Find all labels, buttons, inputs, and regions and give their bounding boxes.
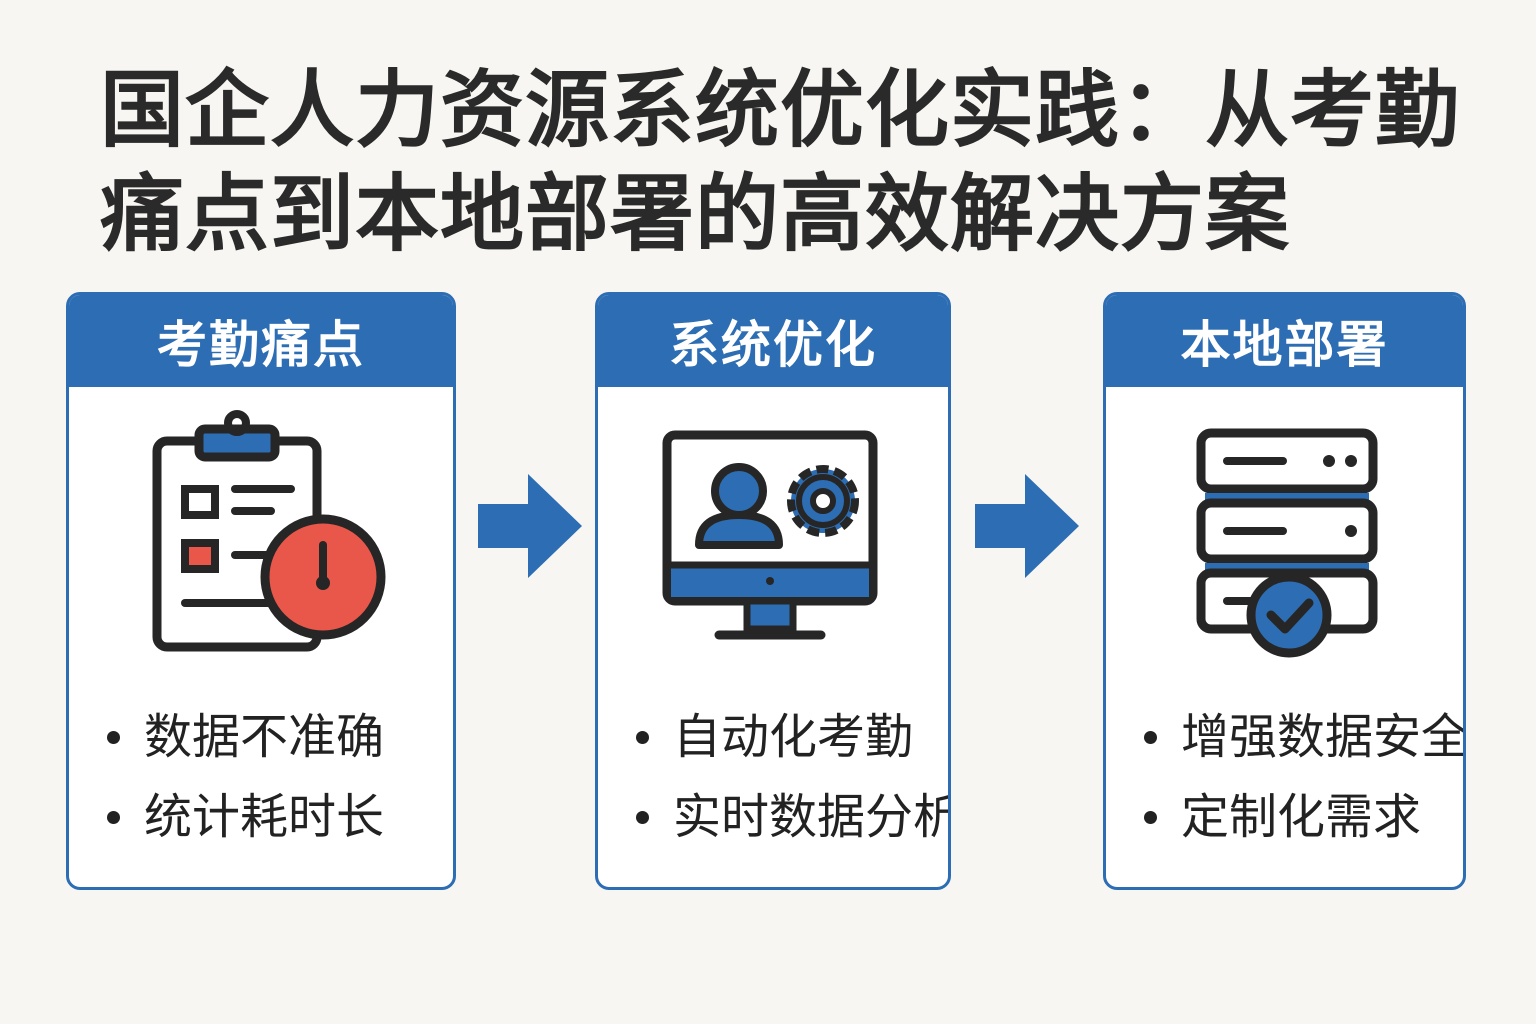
list-item: 增强数据安全 (1144, 697, 1463, 777)
card-bullet-list: 增强数据安全 定制化需求 (1144, 697, 1463, 857)
server-check-icon (1106, 405, 1463, 665)
bullet-icon (107, 730, 120, 744)
card-local-deployment: 本地部署 增强数据安全 定制化需求 (1103, 292, 1466, 890)
list-item: 数据不准确 (107, 697, 384, 777)
card-bullet-list: 数据不准确 统计耗时长 (107, 697, 384, 857)
bullet-icon (1144, 730, 1157, 744)
clipboard-clock-icon (69, 405, 453, 665)
bullet-icon (636, 810, 649, 824)
card-heading: 系统优化 (598, 295, 948, 387)
card-attendance-pain-points: 考勤痛点 数据不准确 统计耗时长 (66, 292, 456, 890)
bullet-icon (1144, 810, 1157, 824)
card-heading: 考勤痛点 (69, 295, 453, 387)
right-arrow-icon (478, 474, 582, 578)
title-line-2: 痛点到本地部署的高效解决方案 (100, 165, 1291, 263)
list-item: 定制化需求 (1144, 777, 1463, 857)
list-item: 统计耗时长 (107, 777, 384, 857)
list-item: 自动化考勤 (636, 697, 948, 777)
right-arrow-icon (975, 474, 1079, 578)
monitor-user-gear-icon (598, 405, 948, 645)
card-system-optimization: 系统优化 自动化考勤 实时数据分析 (595, 292, 951, 890)
bullet-icon (107, 810, 120, 824)
title-line-1: 国企人力资源系统优化实践：从考勤 (100, 61, 1461, 159)
bullet-icon (636, 730, 649, 744)
card-heading: 本地部署 (1106, 295, 1463, 387)
page-title: 国企人力资源系统优化实践：从考勤 痛点到本地部署的高效解决方案 (100, 58, 1500, 266)
list-item: 实时数据分析 (636, 777, 948, 857)
card-bullet-list: 自动化考勤 实时数据分析 (636, 697, 948, 857)
